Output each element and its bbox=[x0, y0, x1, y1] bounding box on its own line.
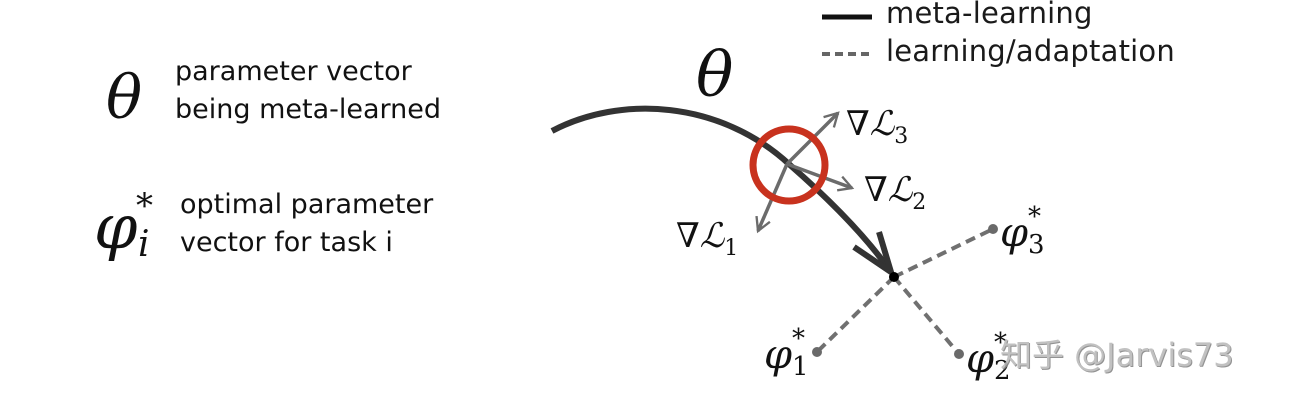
gradient-label-1: ∇ℒ1 bbox=[676, 216, 738, 261]
legend-label-meta-learning: meta-learning bbox=[886, 0, 1093, 30]
theta-endpoint-dot bbox=[889, 272, 899, 282]
phi-symbol: φ bbox=[764, 332, 793, 378]
gradient-label-3: ∇ℒ3 bbox=[846, 104, 908, 149]
loss-symbol: ℒ bbox=[887, 172, 913, 209]
phi-definition: optimal parameter vector for task i bbox=[180, 186, 433, 262]
phi-superscript: * bbox=[792, 324, 806, 354]
phi-superscript: * bbox=[1028, 202, 1042, 232]
phi-2-dot bbox=[954, 349, 964, 359]
adaptation-line-1 bbox=[815, 275, 896, 354]
phi-subscript: 2 bbox=[994, 356, 1011, 386]
phi-2-label: φ*2 bbox=[966, 328, 1014, 386]
nabla-symbol: ∇ bbox=[846, 104, 870, 144]
theta-definition-line1: parameter vector bbox=[175, 56, 412, 87]
phi-1-dot bbox=[812, 347, 822, 357]
phi-i-base: φ bbox=[94, 190, 138, 263]
phi-definition-line1: optimal parameter bbox=[180, 189, 434, 220]
meta-path-arrowhead bbox=[852, 231, 897, 280]
phi-symbol: φ bbox=[1000, 210, 1029, 256]
adaptation-line-2 bbox=[892, 275, 961, 356]
phi-i-symbol: φ bbox=[94, 196, 137, 258]
phi-3-label: φ*3 bbox=[1000, 202, 1048, 260]
nabla-symbol: ∇ bbox=[864, 170, 888, 210]
phi-definition-line2: vector for task i bbox=[180, 227, 393, 258]
gradient-index: 1 bbox=[724, 236, 739, 261]
loss-symbol: ℒ bbox=[869, 106, 895, 143]
loss-symbol: ℒ bbox=[699, 218, 725, 255]
phi-1-label: φ*1 bbox=[764, 324, 812, 382]
gradient-label-2: ∇ℒ2 bbox=[864, 170, 926, 215]
phi-superscript: * bbox=[994, 328, 1008, 358]
phi-3-dot bbox=[988, 224, 998, 234]
legend-label-learning-adaptation: learning/adaptation bbox=[886, 34, 1175, 68]
gradient-index: 2 bbox=[912, 190, 927, 215]
diagram-theta-label: θ bbox=[696, 38, 734, 111]
phi-subscript: 1 bbox=[792, 352, 809, 382]
gradient-arrow-2 bbox=[786, 162, 855, 192]
nabla-symbol: ∇ bbox=[676, 216, 700, 256]
highlight-circle bbox=[749, 125, 829, 205]
gradient-index: 3 bbox=[894, 124, 909, 149]
watermark: 知乎 @Jarvis73 bbox=[1000, 336, 1234, 374]
phi-subscript: 3 bbox=[1028, 230, 1045, 260]
phi-symbol: φ bbox=[966, 336, 995, 382]
adaptation-line-3 bbox=[893, 227, 994, 279]
theta-definition-line2: being meta-learned bbox=[175, 94, 442, 125]
theta-definition: parameter vector being meta-learned bbox=[175, 53, 441, 129]
meta-learning-path bbox=[550, 105, 894, 274]
phi-i-subscript: i bbox=[138, 224, 150, 265]
phi-i-superscript: * bbox=[136, 186, 153, 226]
theta-symbol: θ bbox=[106, 63, 143, 133]
